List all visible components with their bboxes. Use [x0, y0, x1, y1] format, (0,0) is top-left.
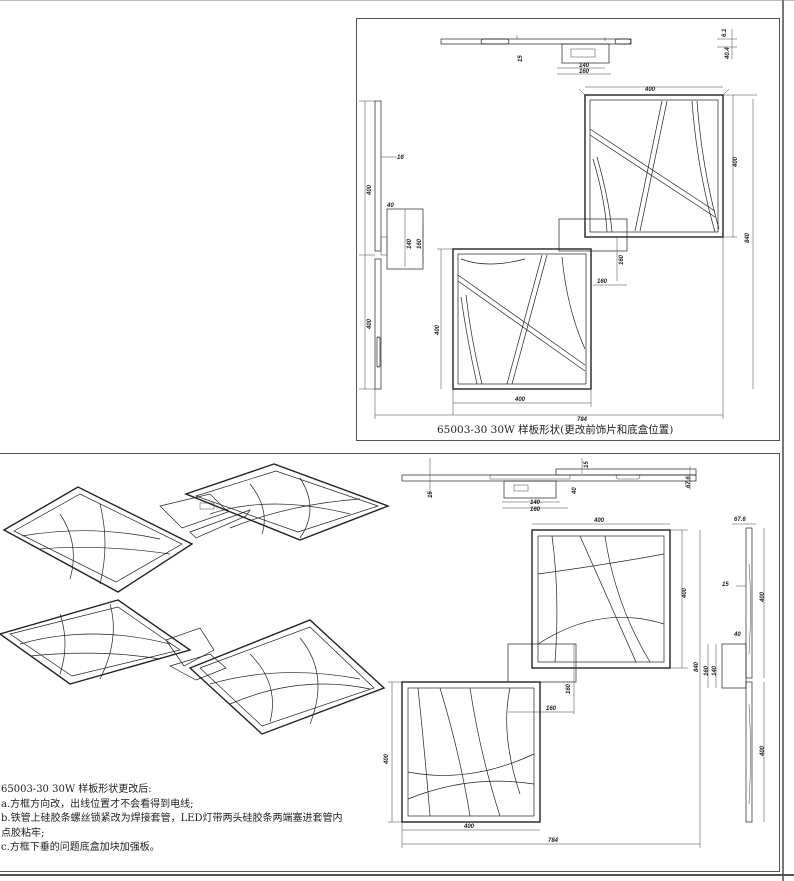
dim-label: 160 — [579, 69, 590, 75]
dim-label: 400 — [733, 156, 739, 168]
change-notes: 65003-30 30W 样板形状更改后: a.方框方向改，出线位置才不会看得到… — [1, 783, 343, 856]
top-drawing-svg: 6.1 40.4 15 140 160 16 400 4 — [359, 28, 757, 423]
perspective-view-upper — [2, 463, 390, 593]
lower-frame-after — [388, 681, 701, 848]
dim-label: 140 — [407, 238, 413, 249]
right-border — [782, 0, 784, 881]
dim-label: 15 — [584, 461, 590, 468]
note-line: c.方框下垂的问题底盒加块加强板。 — [1, 842, 160, 853]
dim-label: 40 — [386, 203, 394, 209]
dim-label: 400 — [760, 591, 766, 603]
note-line: b.铁管上硅胶条螺丝锁紧改为焊接套管，LED灯带两头硅胶条两端塞进套管内 — [1, 813, 343, 824]
dim-label: 400 — [682, 587, 688, 599]
dim-label: 160 — [546, 706, 557, 712]
lower-frame — [374, 237, 724, 419]
top-drawing-panel: 6.1 40.4 15 140 160 16 400 4 — [356, 18, 780, 441]
dim-label: 15 — [518, 55, 524, 62]
dim-label: 6.1 — [722, 28, 728, 37]
upper-frame-after — [531, 523, 701, 808]
top-border — [0, 0, 794, 1]
dim-label: 40.4 — [725, 47, 731, 60]
left-side-view — [359, 100, 424, 390]
bottom-side-view — [401, 458, 697, 509]
dim-label: 400 — [514, 397, 526, 403]
dim-label: 400 — [760, 745, 766, 757]
dim-label: 840 — [745, 232, 751, 243]
bottom-border — [0, 874, 794, 876]
bottom-drawing-panel: 15 15 67.6 40 140 160 400 40 — [0, 453, 780, 872]
dim-label: 140 — [530, 500, 541, 506]
perspective-view-lower — [0, 599, 386, 735]
top-side-view — [440, 29, 737, 75]
junction-box-after — [507, 643, 577, 714]
dim-label: 15 — [428, 491, 434, 498]
dim-label: 40 — [572, 487, 578, 495]
dim-label: 67.6 — [686, 476, 692, 488]
right-side-view — [707, 523, 765, 823]
junction-box — [558, 218, 628, 286]
dim-label: 400 — [384, 753, 390, 765]
dim-label: 160 — [704, 665, 710, 676]
dim-label: 400 — [435, 324, 441, 336]
dim-label: 160 — [417, 238, 423, 249]
dim-label: 400 — [593, 518, 605, 524]
dim-label: 40 — [733, 632, 741, 638]
dim-label: 784 — [548, 838, 559, 844]
dim-label: 160 — [566, 683, 572, 694]
dim-label: 160 — [597, 279, 608, 285]
dim-label: 67.6 — [734, 517, 746, 523]
dim-label: 15 — [722, 582, 729, 588]
note-line: 65003-30 30W 样板形状更改后: — [1, 784, 152, 795]
dim-label: 840 — [694, 661, 700, 672]
dim-label: 400 — [367, 318, 373, 330]
dim-label: 784 — [577, 417, 588, 423]
dim-label: 140 — [712, 665, 718, 676]
dim-label: 140 — [579, 63, 590, 69]
note-line: a.方框方向改，出线位置才不会看得到电线; — [1, 798, 194, 810]
dim-label: 400 — [367, 184, 373, 196]
dim-label: 400 — [644, 87, 656, 93]
upper-frame — [578, 86, 757, 389]
dim-label: 400 — [463, 824, 475, 830]
top-caption: 65003-30 30W 样板形状(更改前饰片和底盒位置) — [437, 424, 674, 436]
dim-label: 160 — [530, 507, 541, 513]
dim-label: 16 — [397, 155, 404, 161]
dim-label: 160 — [619, 254, 625, 265]
note-line: 点胶粘牢; — [1, 827, 45, 839]
bottom-drawing-svg: 15 15 67.6 40 140 160 400 40 — [0, 458, 766, 848]
